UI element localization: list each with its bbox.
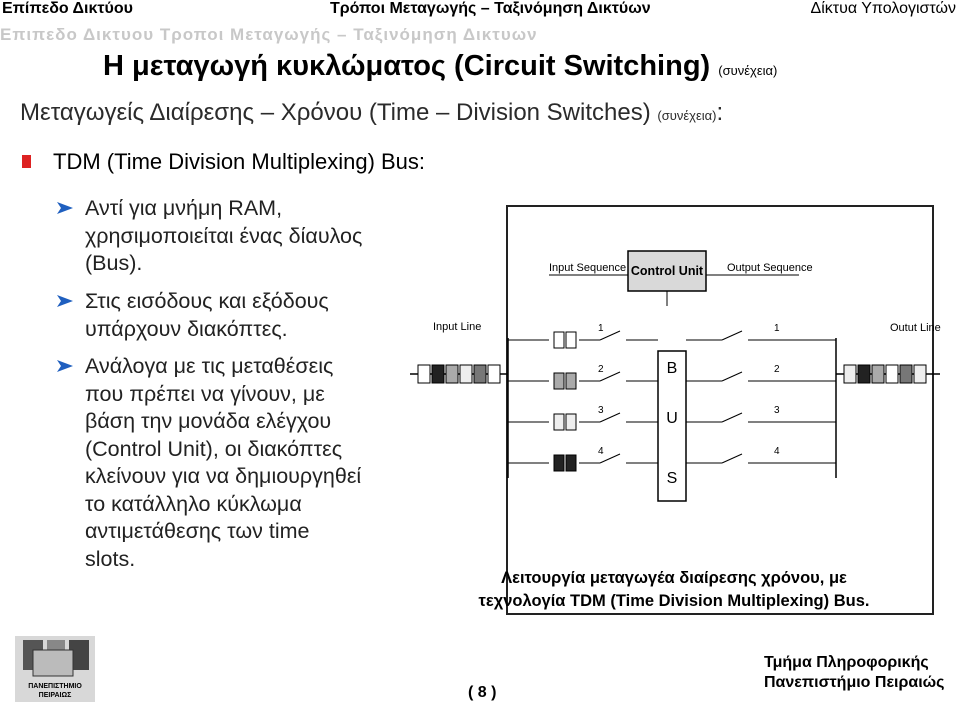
- item-line: Ανάλογα με τις μεταθέσεις: [85, 354, 334, 378]
- lane-3: 3 3: [508, 405, 836, 431]
- lane-number: 4: [774, 446, 780, 457]
- bullet-tdm-bus: TDM (Time Division Multiplexing) Bus:: [22, 149, 425, 175]
- bullet-text: TDM (Time Division Multiplexing) Bus:: [53, 149, 426, 174]
- lane-2: 2 2: [508, 364, 836, 390]
- logo-text: ΠΕΙΡΑΙΩΣ: [39, 692, 72, 699]
- slide-subtitle-main: Μεταγωγείς Διαίρεσης – Χρόνου (Time – Di…: [20, 99, 651, 126]
- item-line: Στις εισόδους και εξόδους: [85, 289, 329, 313]
- page-number: ( 8 ): [468, 684, 497, 701]
- footer-dept-line: Τμήμα Πληροφορικής: [764, 654, 929, 671]
- slide-subtitle-colon: :: [716, 99, 724, 126]
- slide-subtitle: Μεταγωγείς Διαίρεσης – Χρόνου (Time – Di…: [20, 99, 723, 127]
- logo-text: ΠΑΝΕΠΙΣΤΗΜΙΟ: [28, 683, 82, 690]
- header-course-title: Δίκτυα Υπολογιστών: [810, 0, 956, 17]
- bus-letter: B: [667, 360, 678, 377]
- university-logo: ΠΑΝΕΠΙΣΤΗΜΙΟ ΠΕΙΡΑΙΩΣ: [15, 636, 95, 702]
- item-line: βάση την μονάδα ελέγχου: [85, 409, 332, 433]
- lane-1: 1 1: [508, 323, 836, 349]
- lane-number: 3: [598, 405, 604, 416]
- output-line-cells: [836, 364, 940, 384]
- item-line: χρησιμοποιείται ένας δίαυλος: [85, 223, 363, 248]
- header-chapter-title: Τρόποι Μεταγωγής – Ταξινόμηση Δικτύων: [330, 0, 651, 17]
- item-line: κλείνουν για να δημιουργηθεί: [85, 464, 362, 488]
- lane-number: 4: [598, 446, 604, 457]
- bus-letter: S: [667, 470, 678, 487]
- item-line: Αντί για μνήμη RAM,: [85, 196, 283, 220]
- slide-title-main: Η μεταγωγή κυκλώματος (Circuit Switching…: [103, 50, 711, 82]
- bus-letter: U: [666, 410, 678, 427]
- lane-number: 1: [598, 323, 604, 334]
- input-line-cells: [410, 364, 508, 384]
- slide-title: Η μεταγωγή κυκλώματος (Circuit Switching…: [103, 50, 777, 83]
- item-line: (Control Unit), οι διακόπτες: [85, 436, 343, 461]
- item-line: slots.: [85, 546, 136, 571]
- arrow-bullet-icon: [57, 360, 73, 372]
- item-line: αντιμετάθεσης των time: [85, 519, 310, 543]
- lane-number: 1: [774, 323, 780, 334]
- item-line: το κατάλληλο κύκλωμα: [85, 491, 302, 516]
- slide-title-suffix: (συνέχεια): [718, 63, 778, 78]
- caption-line: Λειτουργία μεταγωγέα διαίρεσης χρόνου, μ…: [501, 569, 847, 587]
- arrow-bullet-icon: [57, 202, 73, 214]
- arrow-bullet-icon: [57, 295, 73, 307]
- item-line: που πρέπει να γίνουν, με: [85, 381, 325, 406]
- caption-line: τεχνολογία TDM (Time Division Multiplexi…: [478, 592, 870, 610]
- header-section-title: Επίπεδο Δικτύου: [2, 0, 133, 17]
- tdm-bus-diagram: Control Unit Input Sequence Output Seque…: [410, 205, 941, 615]
- bullet-square-icon: [22, 155, 31, 168]
- input-line-label: Input Line: [433, 321, 481, 333]
- output-line-label: Outut Line: [890, 322, 941, 334]
- slide-subtitle-suffix: (συνέχεια): [657, 108, 717, 123]
- header-reflection: Επιπεδο Δικτυου Τροποι Μεταγωγής – Ταξιν…: [0, 25, 538, 44]
- figure-caption: Λειτουργία μεταγωγέα διαίρεσης χρόνου, μ…: [404, 567, 944, 613]
- item-line: (Bus).: [85, 251, 143, 275]
- bus-bar: [657, 350, 687, 502]
- lane-number: 2: [774, 364, 780, 375]
- item-line: υπάρχουν διακόπτες.: [85, 316, 288, 341]
- footer-univ-line: Πανεπιστήμιο Πειραιώς: [764, 674, 945, 691]
- output-sequence-label: Output Sequence: [727, 262, 813, 274]
- lane-4: 4 4: [508, 446, 836, 472]
- input-sequence-label: Input Sequence: [549, 262, 626, 274]
- footer-department: Τμήμα Πληροφορικής Πανεπιστήμιο Πειραιώς: [764, 653, 945, 693]
- lane-number: 2: [598, 364, 604, 375]
- lane-number: 3: [774, 405, 780, 416]
- control-unit-label: Control Unit: [631, 264, 704, 278]
